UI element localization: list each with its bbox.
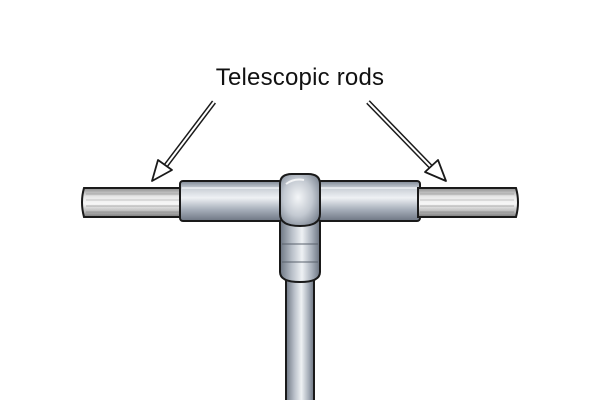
handle-shaft xyxy=(285,277,315,400)
central-hub xyxy=(279,173,321,228)
right-tube-body xyxy=(317,180,421,222)
left-telescopic-rod xyxy=(81,187,183,218)
left-tube-body xyxy=(179,180,283,222)
telescopic-rods-label: Telescopic rods xyxy=(215,64,385,91)
handle-collar xyxy=(279,217,321,284)
right-arrow xyxy=(366,100,447,182)
left-arrow xyxy=(151,100,216,182)
right-telescopic-rod xyxy=(417,187,519,218)
